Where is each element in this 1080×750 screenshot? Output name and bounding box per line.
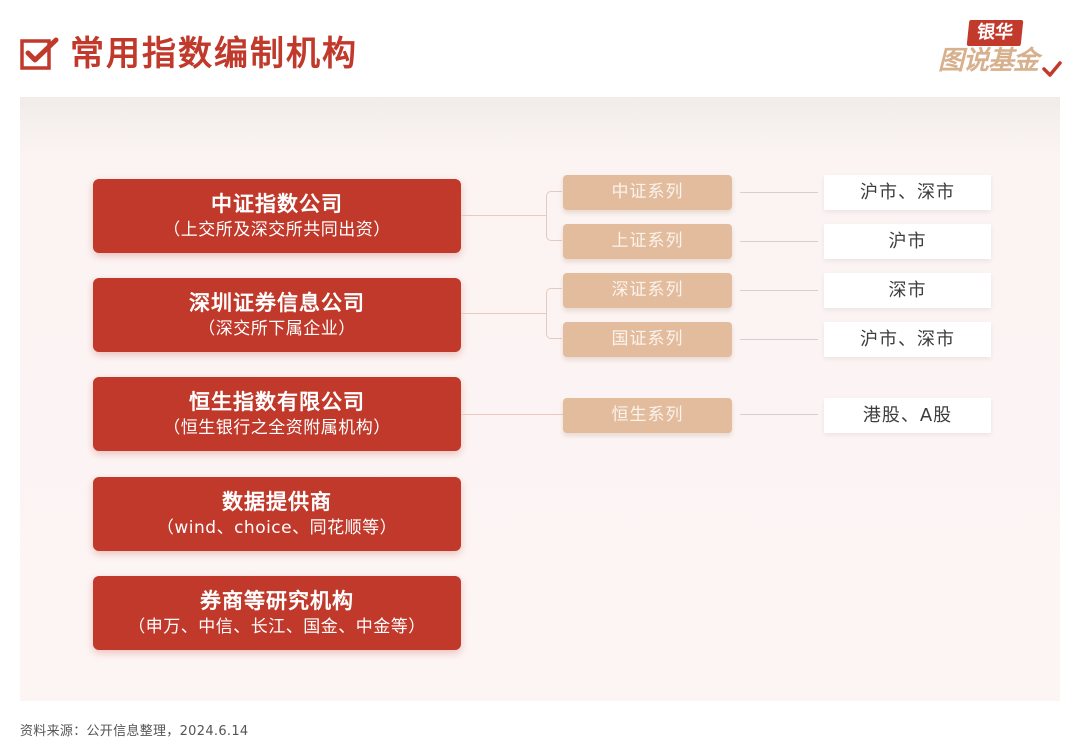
org-box-hang-seng: 恒生指数有限公司 （恒生银行之全资附属机构） <box>93 377 461 451</box>
series-box: 上证系列 <box>563 224 732 259</box>
series-box: 中证系列 <box>563 175 732 210</box>
org-name: 数据提供商 <box>222 490 332 514</box>
org-sub: （深交所下属企业） <box>198 319 356 339</box>
market-box: 深市 <box>824 273 991 308</box>
org-name: 恒生指数有限公司 <box>189 390 365 414</box>
market-box: 沪市、深市 <box>824 175 991 210</box>
check-icon <box>1042 61 1062 77</box>
connector-bracket <box>546 288 562 339</box>
connector-line <box>461 414 563 415</box>
connector-line <box>740 192 818 193</box>
connector-line <box>740 339 818 340</box>
org-sub: （恒生银行之全资附属机构） <box>163 418 391 438</box>
logo-bottom-text: 图说基金 <box>938 46 1039 76</box>
checkbox-check-icon <box>20 37 59 70</box>
org-box-brokers: 券商等研究机构 （申万、中信、长江、国金、中金等） <box>93 576 461 650</box>
connector-line <box>740 290 818 291</box>
market-box: 沪市 <box>824 224 991 259</box>
org-name: 中证指数公司 <box>211 192 343 216</box>
org-sub: （上交所及深交所共同出资） <box>163 220 391 240</box>
connector-line <box>740 414 818 415</box>
series-box: 深证系列 <box>563 273 732 308</box>
org-name: 券商等研究机构 <box>200 589 354 613</box>
org-box-csi: 中证指数公司 （上交所及深交所共同出资） <box>93 179 461 253</box>
series-box: 国证系列 <box>563 322 732 357</box>
connector-line <box>461 313 546 314</box>
connector-bracket <box>546 191 562 241</box>
market-box: 港股、A股 <box>824 398 991 433</box>
org-sub: （申万、中信、长江、国金、中金等） <box>128 617 426 637</box>
source-note: 资料来源：公开信息整理，2024.6.14 <box>20 724 249 739</box>
connector-line <box>461 215 546 216</box>
org-box-data-providers: 数据提供商 （wind、choice、同花顺等） <box>93 477 461 551</box>
org-box-szse-info: 深圳证券信息公司 （深交所下属企业） <box>93 278 461 352</box>
page-title: 常用指数编制机构 <box>70 34 358 74</box>
org-sub: （wind、choice、同花顺等） <box>156 518 398 538</box>
org-name: 深圳证券信息公司 <box>189 291 365 315</box>
page-header: 常用指数编制机构 <box>20 34 358 74</box>
brand-logo: 银华 图说基金 <box>938 20 1062 82</box>
logo-top-text: 银华 <box>966 20 1024 46</box>
connector-line <box>740 241 818 242</box>
market-box: 沪市、深市 <box>824 322 991 357</box>
series-box: 恒生系列 <box>563 398 732 433</box>
